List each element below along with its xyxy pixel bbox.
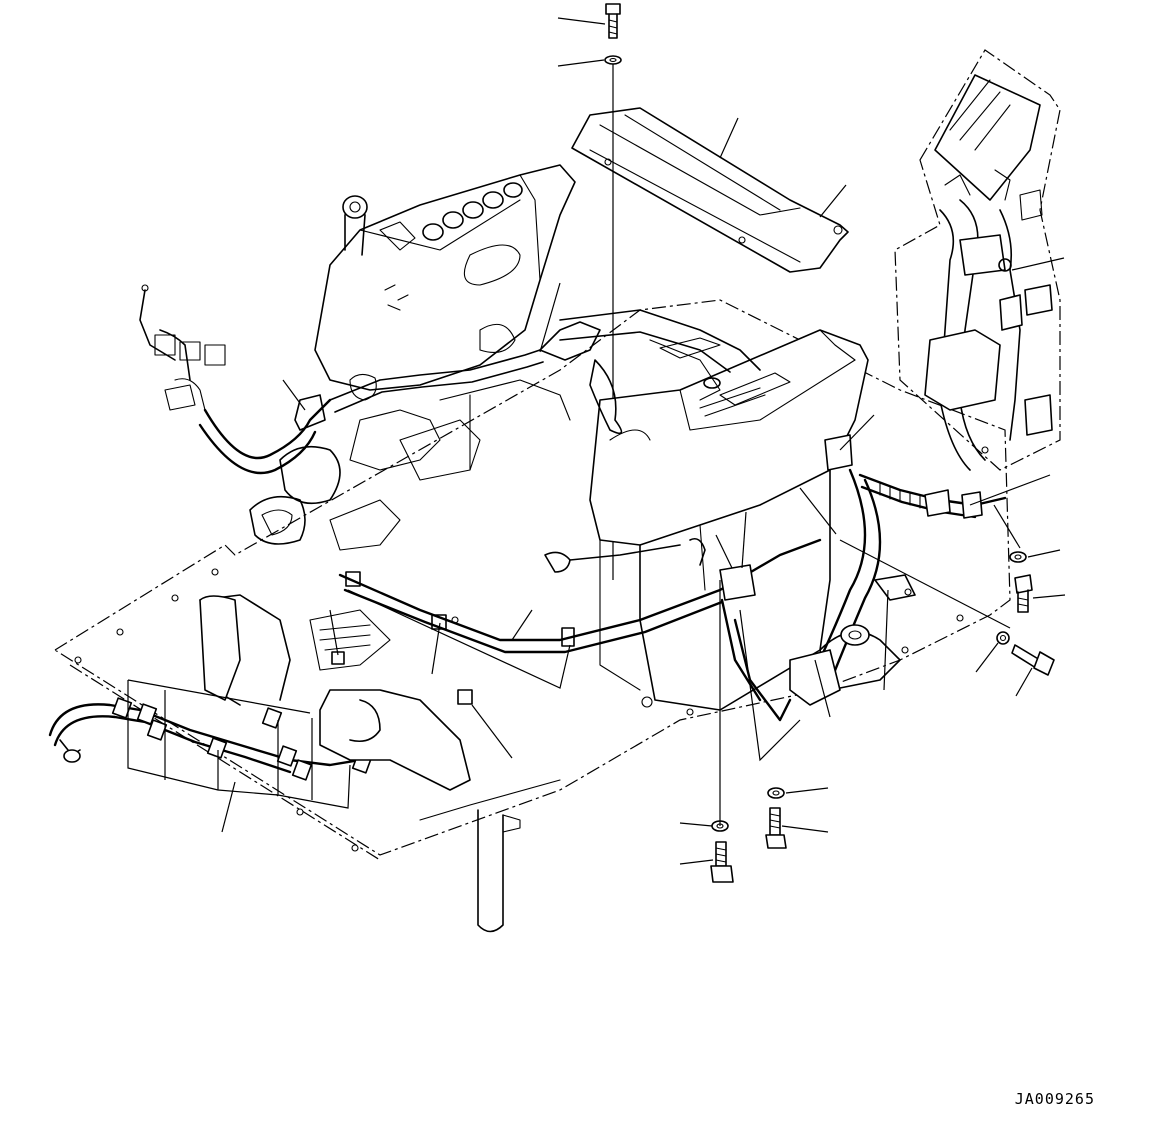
- drawing-code: JA009265: [1014, 1090, 1095, 1108]
- bottom-washer-1: [767, 787, 785, 799]
- center-machinery: [559, 309, 761, 441]
- right-bolt-1: [1014, 574, 1033, 613]
- bottom-left-harness: [48, 594, 471, 791]
- cover-plate: [571, 107, 849, 273]
- main-cable: [338, 537, 822, 654]
- right-washer-1: [1009, 551, 1027, 563]
- right-washer-2: [996, 631, 1010, 645]
- bottom-bolt-1: [765, 807, 787, 849]
- top-washer: [604, 55, 622, 65]
- right-tubing: [719, 434, 916, 722]
- right-bolt-2: [1011, 644, 1055, 676]
- cable-to-panel: [858, 473, 1007, 519]
- right-electrical-panel: [894, 49, 1061, 471]
- support-post: [477, 809, 521, 933]
- connector-bundle-left: [139, 284, 226, 411]
- leader-lines: [127, 17, 1066, 865]
- bottom-bolt-2: [710, 841, 734, 883]
- left-console: [314, 164, 576, 391]
- top-bolt: [605, 3, 621, 39]
- clamp-3: [457, 689, 473, 705]
- left-linkage: [198, 321, 601, 551]
- floor-plate: [53, 299, 1011, 861]
